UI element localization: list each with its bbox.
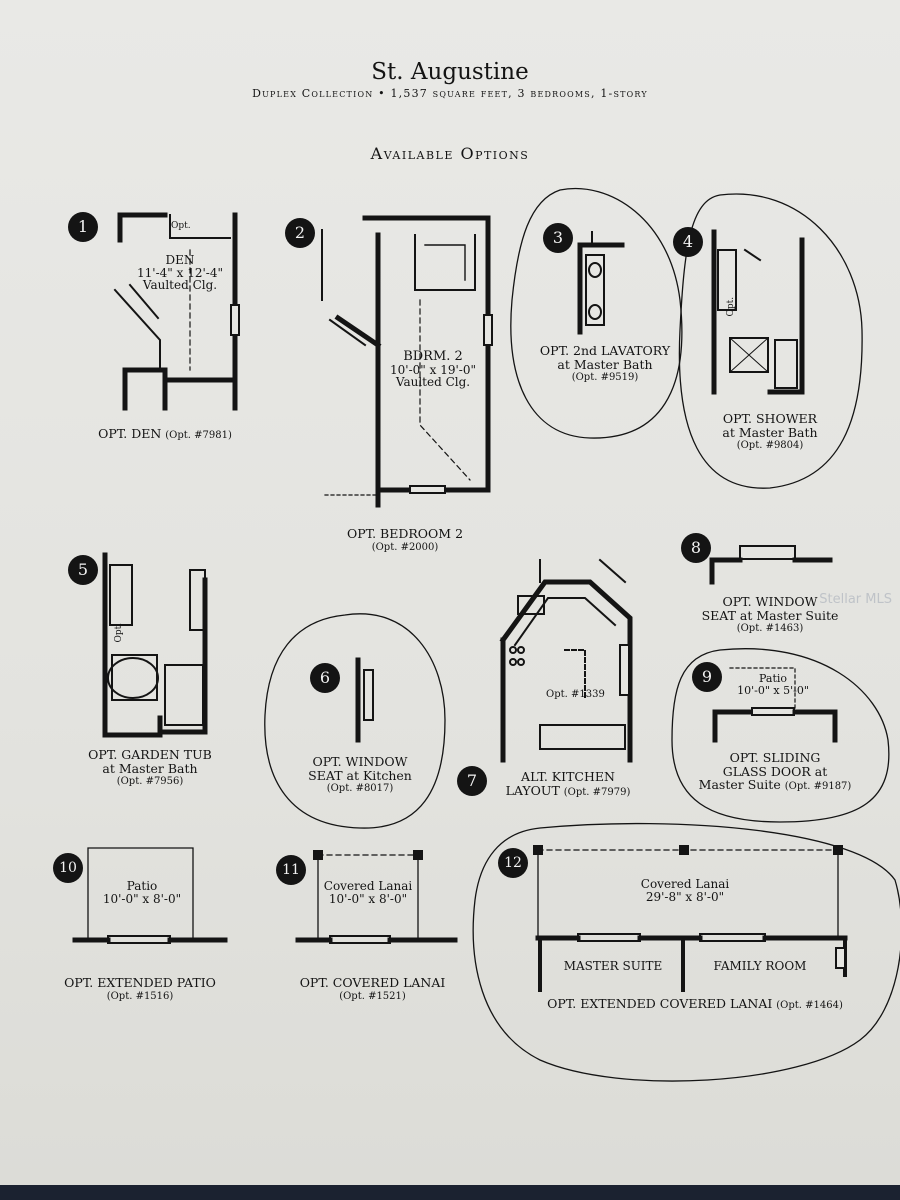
caption-opt-shower: OPT. SHOWER at Master Bath (Opt. #9804) — [722, 411, 818, 451]
option-badge-5: 5 — [68, 555, 98, 585]
lanai-room-label-11: Covered Lanai 10'-0" x 8'-0" — [323, 879, 413, 906]
plan-covered-lanai — [295, 850, 458, 944]
caption-opt-sliding-door: OPT. SLIDING GLASS DOOR at Master Suite … — [698, 750, 852, 792]
caption-opt-window-seat-kitchen: OPT. WINDOW SEAT at Kitchen (Opt. #8017) — [308, 754, 412, 794]
plan-extended-covered-lanai — [533, 845, 848, 992]
master-suite-label: MASTER SUITE — [563, 959, 663, 973]
watermark: Stellar MLS — [819, 592, 892, 607]
family-room-label: FAMILY ROOM — [713, 959, 807, 973]
lanai-room-label-12: Covered Lanai 29'-8" x 8'-0" — [640, 877, 730, 904]
patio-room-label-10: Patio 10'-0" x 8'-0" — [102, 879, 182, 906]
option-badge-7: 7 — [457, 766, 487, 796]
plan-alt-kitchen — [499, 579, 633, 763]
shower-opt-tag: Opt. — [726, 296, 737, 317]
garden-tub-opt-tag: Opt. — [114, 622, 125, 643]
option-badge-12: 12 — [498, 848, 528, 878]
option-badge-11: 11 — [276, 855, 306, 885]
den-opt-tag: Opt. — [171, 221, 191, 231]
plan-extended-patio — [72, 847, 228, 944]
kitchen-opt-tag: Opt. #1339 — [546, 689, 605, 700]
section-heading: Available Options — [370, 144, 530, 163]
caption-opt-covered-lanai: OPT. COVERED LANAI (Opt. #1521) — [299, 975, 446, 1002]
plan-subtitle: Duplex Collection • 1,537 square feet, 3… — [252, 87, 648, 100]
option-badge-8: 8 — [681, 533, 711, 563]
plan-window-seat-kitchen — [355, 657, 374, 743]
option-badge-9: 9 — [692, 662, 722, 692]
caption-opt-extended-covered-lanai: OPT. EXTENDED COVERED LANAI (Opt. #1464) — [547, 996, 843, 1011]
plan-shower — [711, 229, 805, 395]
option-badge-2: 2 — [285, 218, 315, 248]
caption-opt-garden-tub: OPT. GARDEN TUB at Master Bath (Opt. #79… — [88, 747, 212, 787]
plan-sliding-door — [712, 709, 838, 743]
caption-opt-2nd-lavatory: OPT. 2nd LAVATORY at Master Bath (Opt. #… — [539, 343, 671, 383]
option-badge-4: 4 — [673, 227, 703, 257]
plan-title: St. Augustine — [371, 59, 529, 85]
caption-opt-den: OPT. DEN (Opt. #7981) — [98, 426, 232, 441]
caption-opt-extended-patio: OPT. EXTENDED PATIO (Opt. #1516) — [64, 975, 216, 1002]
caption-alt-kitchen-layout: ALT. KITCHEN LAYOUT (Opt. #7979) — [505, 769, 631, 798]
plan-2nd-lavatory — [577, 242, 625, 335]
patio-room-label-9: Patio 10'-0" x 5'-0" — [737, 672, 809, 697]
caption-opt-window-seat-master: OPT. WINDOW SEAT at Master Suite (Opt. #… — [701, 594, 839, 634]
den-room-label: DEN 11'-4" x 12'-4" Vaulted Clg. — [137, 253, 223, 293]
plan-window-seat-master — [709, 557, 833, 585]
plan-den — [117, 212, 238, 411]
bedroom-2-room-label: BDRM. 2 10'-0" x 19'-0" Vaulted Clg. — [390, 349, 476, 390]
option-badge-1: 1 — [68, 212, 98, 242]
option-badge-10: 10 — [53, 853, 83, 883]
hand-drawn-circles — [264, 187, 900, 1082]
option-badge-3: 3 — [543, 223, 573, 253]
caption-opt-bedroom-2: OPT. BEDROOM 2 (Opt. #2000) — [346, 526, 464, 553]
option-badge-6: 6 — [310, 663, 340, 693]
